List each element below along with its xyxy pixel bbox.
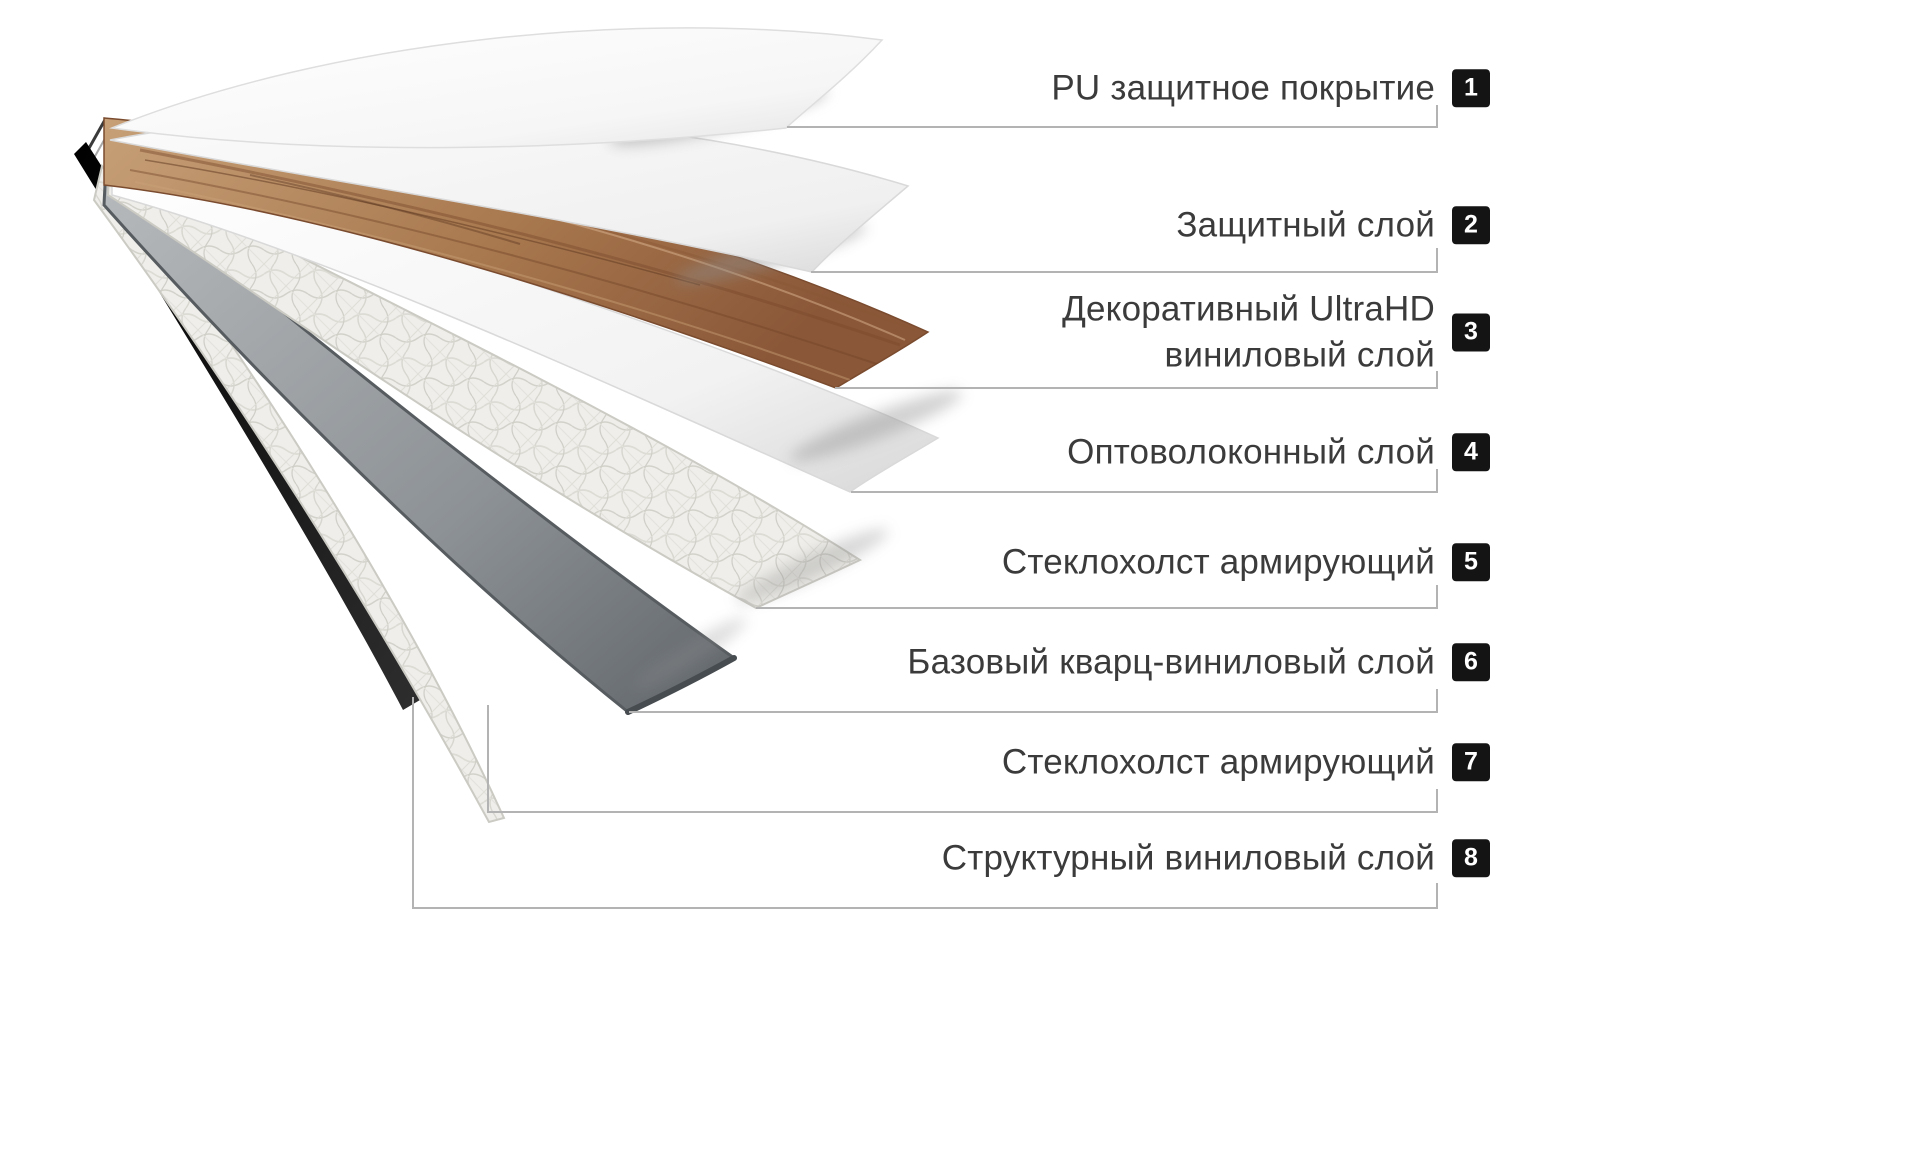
leader-line-5: [756, 585, 1438, 609]
leader-line-7: [487, 705, 1438, 813]
layer-label-5: Стеклохолст армирующий: [1002, 539, 1435, 585]
layer-6-edge: [625, 655, 737, 715]
shadow-under-layer5: [633, 618, 747, 690]
layer-label-row-1: PU защитное покрытие 1: [1051, 65, 1490, 111]
leader-line-1: [787, 105, 1438, 128]
layer-label-4: Оптоволоконный слой: [1067, 429, 1435, 475]
layer-7-fiberglass: [92, 163, 506, 824]
layer-label-8: Структурный виниловый слой: [942, 835, 1435, 881]
layer-label-7: Стеклохолст армирующий: [1002, 739, 1435, 785]
layer-number-badge-8: 8: [1452, 839, 1490, 877]
layer-number-badge-4: 4: [1452, 433, 1490, 471]
layer-label-row-2: Защитный слой 2: [1176, 202, 1490, 248]
layer-label-5-line-1: Стеклохолст армирующий: [1001, 542, 1435, 582]
leader-lines: [412, 105, 1438, 909]
layer-number-badge-5: 5: [1452, 543, 1490, 581]
layer-number-badge-3: 3: [1452, 313, 1490, 351]
layer-number-badge-2: 2: [1452, 206, 1490, 244]
leader-line-8: [412, 697, 1438, 909]
layer-label-6: Базовый кварц-виниловый слой: [907, 639, 1435, 685]
layer-label-row-8: Структурный виниловый слой 8: [942, 835, 1490, 881]
layer-label-row-4: Оптоволоконный слой 4: [1067, 429, 1490, 475]
layer-label-2-line-1: Защитный слой: [1176, 205, 1435, 245]
shadow-under-layer4: [735, 528, 889, 604]
leader-line-4: [851, 469, 1438, 493]
layer-number-badge-6: 6: [1452, 643, 1490, 681]
layer-number-badge-1: 1: [1452, 69, 1490, 107]
layer-1-pu-coating: [109, 27, 884, 149]
layer-label-6-line-1: Базовый кварц-виниловый слой: [907, 642, 1435, 682]
layer-label-row-5: Стеклохолст армирующий 5: [1002, 539, 1490, 585]
leader-line-2: [811, 248, 1438, 273]
layer-label-4-line-1: Оптоволоконный слой: [1067, 432, 1435, 472]
layer-label-3-line-1: Декоративный UltraHD: [1062, 289, 1435, 329]
layer-label-row-3: Декоративный UltraHD виниловый слой 3: [1062, 287, 1490, 378]
layer-label-row-7: Стеклохолст армирующий 7: [1002, 739, 1490, 785]
layer-label-1: PU защитное покрытие: [1051, 65, 1435, 111]
shadow-under-layer3: [789, 390, 963, 462]
layer-5-fiberglass: [106, 158, 863, 610]
leader-line-3: [835, 371, 1438, 389]
layer-number-badge-7: 7: [1452, 743, 1490, 781]
leader-line-6: [629, 689, 1438, 713]
layer-label-8-line-1: Структурный виниловый слой: [941, 838, 1435, 878]
layer-label-1-line-1: PU защитное покрытие: [1051, 68, 1435, 108]
layer-label-row-6: Базовый кварц-виниловый слой 6: [907, 639, 1490, 685]
layer-label-2: Защитный слой: [1176, 202, 1435, 248]
layer-label-3: Декоративный UltraHD виниловый слой: [1062, 287, 1435, 378]
layer-label-7-line-1: Стеклохолст армирующий: [1001, 742, 1435, 782]
layer-label-3-line-2: виниловый слой: [1164, 335, 1435, 374]
